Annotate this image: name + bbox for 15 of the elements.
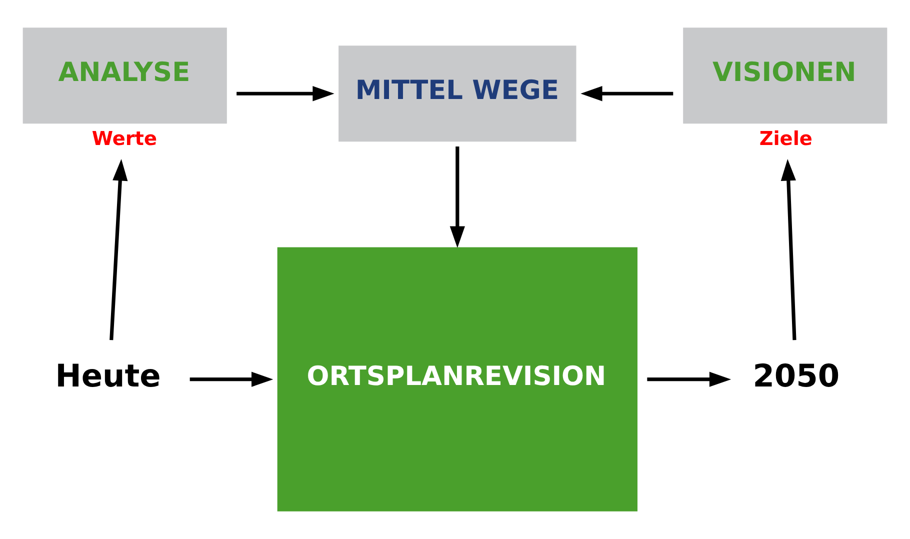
node-box: MITTEL WEGE: [338, 46, 576, 142]
arrow: [780, 159, 796, 340]
node-label: Ziele: [759, 127, 812, 150]
node-text: 2050: [752, 358, 840, 394]
node-text: Heute: [55, 358, 161, 394]
arrow: [450, 146, 465, 248]
node-box: ORTSPLANREVISION: [277, 247, 638, 512]
arrow: [580, 86, 674, 102]
arrow: [647, 372, 732, 387]
arrow: [190, 372, 274, 387]
arrow: [110, 159, 128, 340]
node-box: VISIONEN: [683, 28, 888, 124]
arrow: [236, 86, 334, 102]
node-label: Werte: [92, 127, 158, 150]
node-box: ANALYSE: [22, 28, 227, 124]
